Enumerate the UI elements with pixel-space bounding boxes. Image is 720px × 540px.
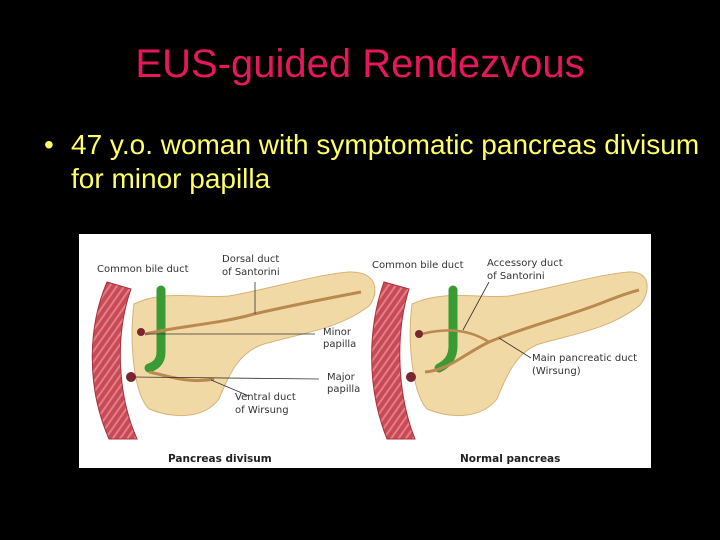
- bile-duct-left: [144, 285, 166, 373]
- label-minor-1: Minor: [323, 327, 352, 338]
- duodenum-left: [91, 281, 138, 440]
- label-accessory-duct-2: of Santorini: [487, 271, 545, 282]
- ventral-duct: [148, 370, 215, 383]
- caption-pancreas-divisum: Pancreas divisum: [168, 453, 272, 465]
- bullet-icon: •: [44, 129, 54, 160]
- main-pancreatic-duct: [424, 288, 640, 374]
- caption-normal-pancreas: Normal pancreas: [460, 453, 560, 465]
- label-accessory-duct-1: Accessory duct: [487, 258, 563, 269]
- label-major-1: Major: [327, 372, 356, 383]
- pancreas-diagram: Common bile duct Dorsal duct of Santorin…: [79, 234, 651, 468]
- dorsal-duct: [144, 290, 362, 336]
- right-panel: Common bile duct Accessory duct of Santo…: [371, 258, 648, 465]
- pancreas-right: [409, 271, 648, 417]
- left-panel: Common bile duct Dorsal duct of Santorin…: [91, 254, 376, 465]
- label-ventral-2: of Wirsung: [235, 405, 289, 416]
- duodenum-right: [371, 281, 416, 440]
- bullet-text: 47 y.o. woman with symptomatic pancreas …: [71, 129, 700, 194]
- label-main-duct-1: Main pancreatic duct: [532, 353, 637, 364]
- minor-papilla-right: [415, 330, 423, 338]
- label-common-bile-duct-right: Common bile duct: [372, 260, 464, 271]
- label-common-bile-duct-left: Common bile duct: [97, 264, 189, 275]
- diagram-svg: Common bile duct Dorsal duct of Santorin…: [91, 254, 648, 465]
- minor-papilla-left: [137, 328, 145, 336]
- accessory-duct: [420, 329, 490, 344]
- label-main-duct-2: (Wirsung): [532, 366, 581, 377]
- slide-title: EUS-guided Rendezvous: [135, 42, 585, 86]
- major-papilla-left: [126, 372, 136, 382]
- major-papilla-right: [406, 372, 416, 382]
- label-minor-2: papilla: [323, 339, 356, 350]
- label-ventral-1: Ventral duct: [235, 392, 296, 403]
- label-dorsal-duct-1: Dorsal duct: [222, 254, 279, 265]
- label-major-2: papilla: [327, 384, 360, 395]
- label-dorsal-duct-2: of Santorini: [222, 267, 280, 278]
